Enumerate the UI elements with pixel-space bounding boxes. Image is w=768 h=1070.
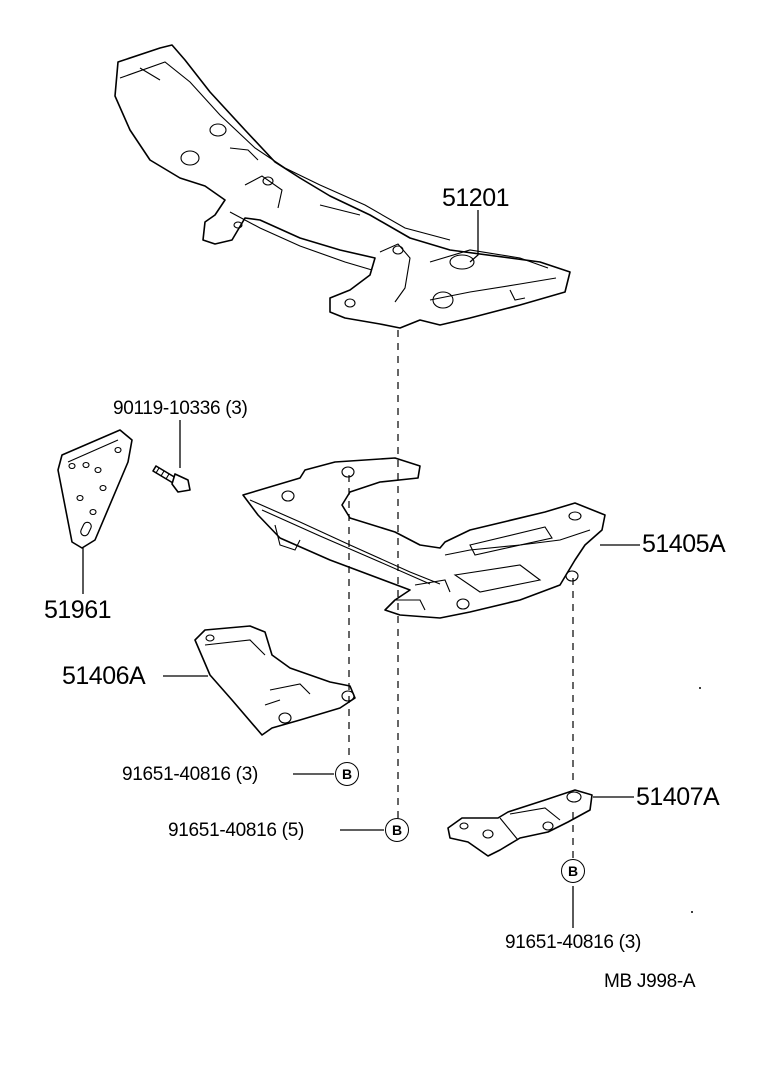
bolt-label-2: 91651-40816 (5) <box>168 820 304 841</box>
bolt-label-1: 91651-40816 (3) <box>122 764 258 785</box>
alignment-lines <box>348 330 574 858</box>
part-number-90119-10336: 90119-10336 (3) <box>113 398 248 419</box>
guard-51406A-drawing <box>194 625 356 736</box>
part-number-51201: 51201 <box>442 184 510 212</box>
bracket-51407A-drawing <box>447 789 593 857</box>
ref-marker-b-1: B <box>335 762 359 786</box>
plate-51405A-drawing <box>242 457 606 619</box>
leader-lines <box>82 210 640 928</box>
part-number-51405A: 51405A <box>642 530 726 558</box>
part-number-51961: 51961 <box>44 596 112 624</box>
crossmember-51201-drawing <box>114 44 571 329</box>
part-number-51407A: 51407A <box>636 783 720 811</box>
ref-marker-b-3: B <box>561 859 585 883</box>
bracket-51961-drawing <box>57 429 133 549</box>
bolt-90119-drawing <box>152 465 191 493</box>
bolt-label-3: 91651-40816 (3) <box>505 932 641 953</box>
figure-code: MB J998-A <box>604 971 696 992</box>
part-number-51406A: 51406A <box>62 662 146 690</box>
ref-marker-b-2: B <box>385 818 409 842</box>
